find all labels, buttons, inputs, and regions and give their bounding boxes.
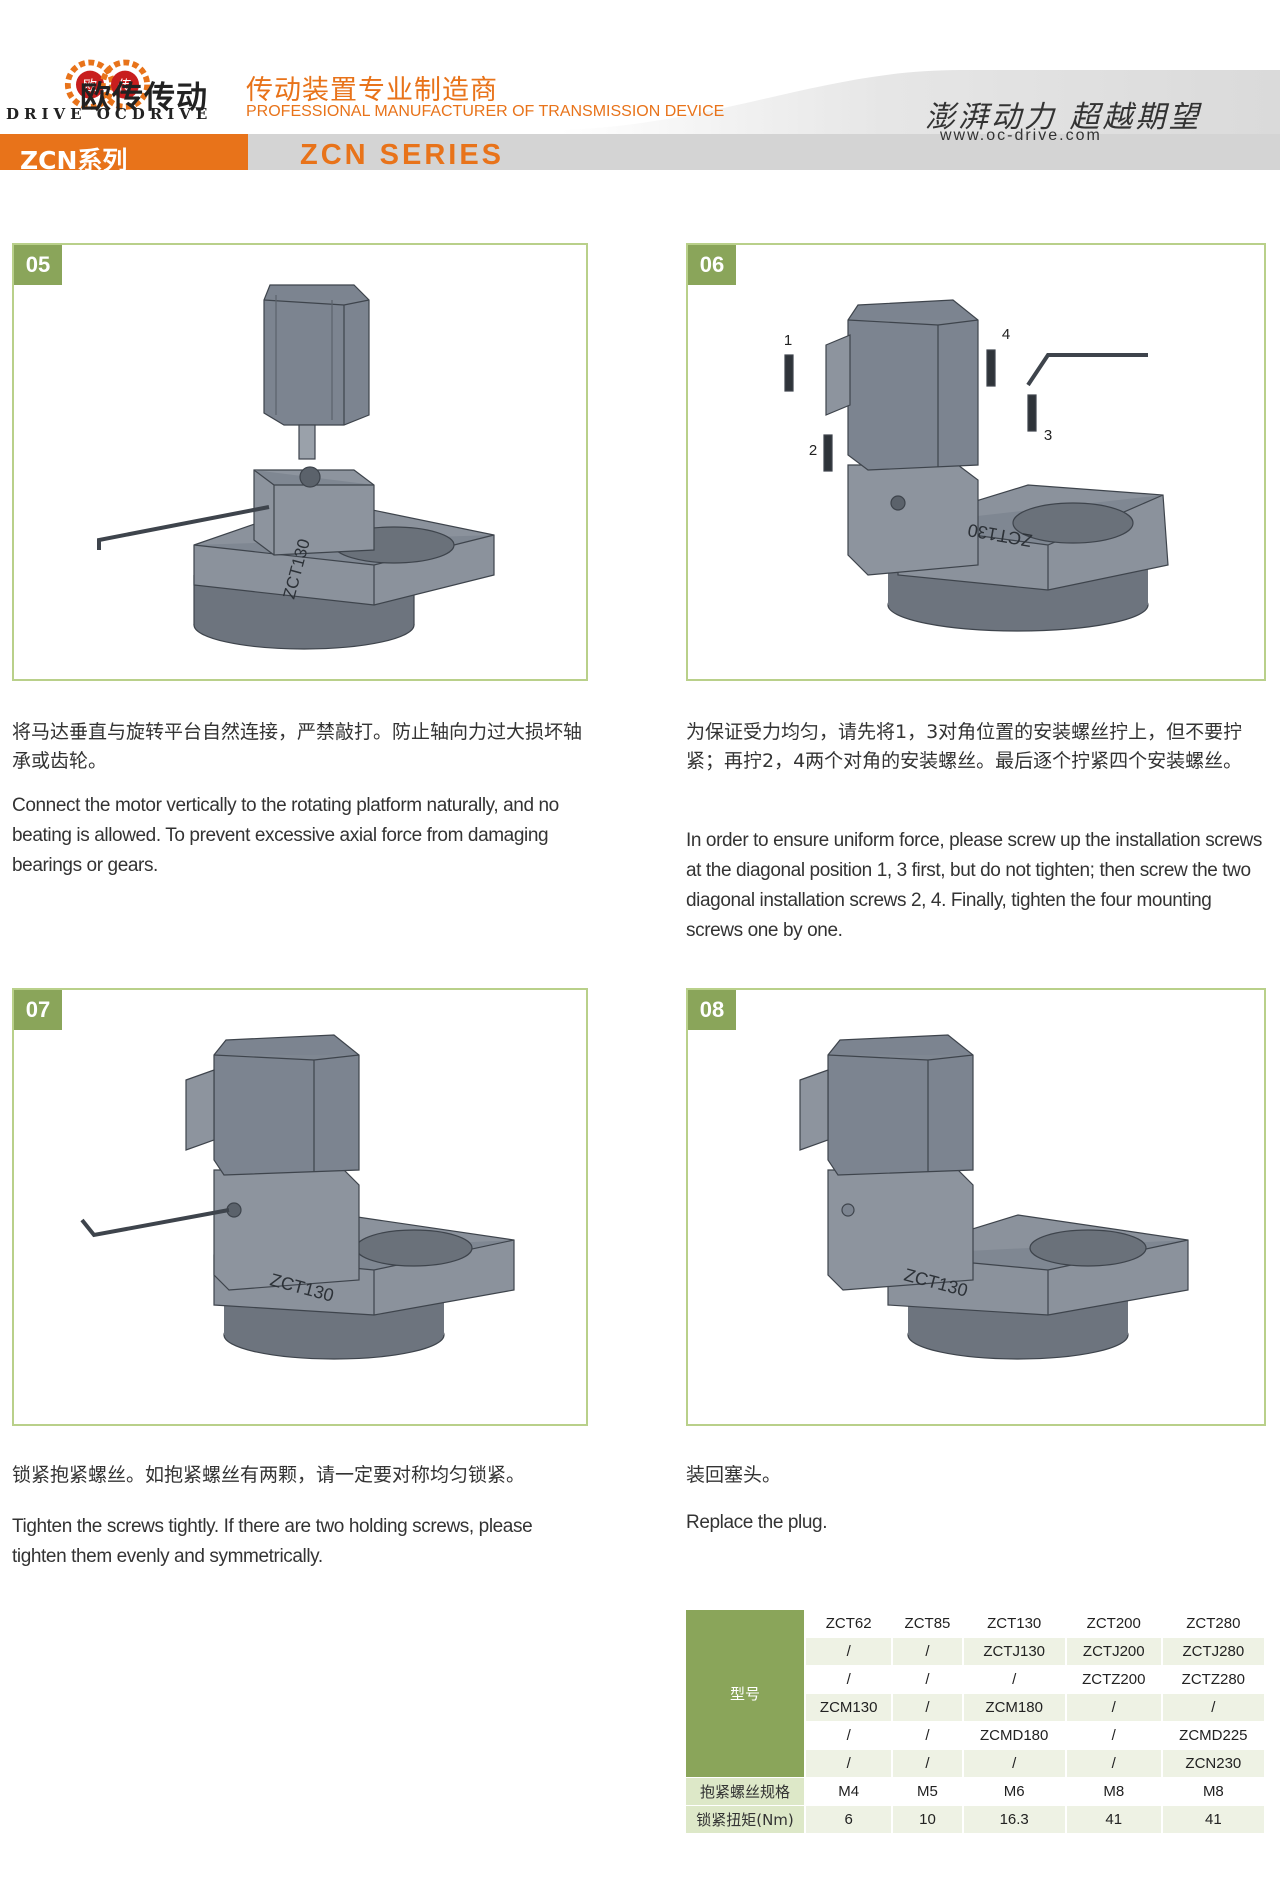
table-cell: / [805, 1721, 894, 1750]
table-row: 锁紧扭矩(Nm) 6 10 16.3 41 41 [686, 1805, 1267, 1834]
table-cell: M6 [962, 1777, 1067, 1806]
table-row: 型号 ZCT62 ZCT85 ZCT130 ZCT200 ZCT280 [686, 1610, 1267, 1778]
series-label-en: ZCN SERIES [300, 139, 505, 171]
table-cell: ZCMD225 [1161, 1721, 1267, 1750]
brand-name-cn: 欧传传动 [80, 80, 208, 116]
table-cell: ZCTZ200 [1065, 1665, 1163, 1694]
table-cell: ZCM180 [962, 1693, 1067, 1722]
table-cell: / [1065, 1749, 1163, 1778]
step-number: 08 [688, 990, 736, 1030]
series-label-cn: ZCN系列 [20, 146, 128, 175]
table-row: 抱紧螺丝规格 M4 M5 M6 M8 M8 [686, 1777, 1267, 1806]
table-cell: M8 [1065, 1777, 1163, 1806]
plug-figure: ZCT130 [799, 1034, 1189, 1360]
table-cell: 41 [1161, 1805, 1267, 1834]
tagline-en: PROFESSIONAL MANUFACTURER OF TRANSMISSIO… [246, 103, 725, 120]
website-link[interactable]: www.oc-drive.com [940, 127, 1102, 144]
table-cell: ZCTJ200 [1065, 1637, 1163, 1666]
table-cell: ZCTJ130 [962, 1637, 1067, 1666]
table-cell: ZCMD180 [962, 1721, 1067, 1750]
table-row: / / ZCTJ130 ZCTJ200 ZCTJ280 [686, 1637, 1267, 1666]
slogan: 澎湃动力 超越期望 [925, 100, 1202, 135]
table-cell: M8 [1161, 1777, 1267, 1806]
brand-name-en: DRIVE OCDRIVE [6, 105, 213, 123]
screw-label-1: 1 [784, 332, 792, 349]
step-06-panel: 1 2 3 4 ZCT130 06 [686, 243, 1266, 681]
tagline-cn: 传动装置专业制造商 [246, 75, 498, 106]
table-cell: M5 [892, 1777, 964, 1806]
motor-mounting-figure: ZCT130 [97, 284, 495, 650]
screw-sequence-figure: 1 2 3 4 ZCT130 [784, 299, 1169, 632]
table-cell: 41 [1065, 1805, 1163, 1834]
table-cell: / [962, 1665, 1067, 1694]
screw-spec-label: 抱紧螺丝规格 [686, 1777, 806, 1806]
table-cell: / [1161, 1693, 1267, 1722]
table-cell: ZCT200 [1065, 1610, 1163, 1638]
step-07-text-cn: 锁紧抱紧螺丝。如抱紧螺丝有两颗，请一定要对称均匀锁紧。 [12, 1464, 526, 1486]
table-cell: / [892, 1721, 964, 1750]
step-number: 06 [688, 245, 736, 285]
spec-table: 型号 ZCT62 ZCT85 ZCT130 ZCT200 ZCT280 / / … [686, 1610, 1267, 1834]
header-background [0, 70, 1280, 170]
step-06-text-en: In order to ensure uniform force, please… [686, 830, 1262, 941]
step-08-text-en: Replace the plug. [686, 1512, 828, 1533]
logo-badge-left: 欧 [83, 79, 97, 95]
model-header: 型号 [686, 1610, 806, 1778]
table-cell: 10 [892, 1805, 964, 1834]
clamp-screw-figure: ZCT130 [80, 1034, 515, 1360]
table-cell: / [805, 1637, 894, 1666]
table-cell: / [805, 1665, 894, 1694]
logo-badge-right: 传 [118, 79, 132, 95]
step-number: 05 [14, 245, 62, 285]
table-cell: / [1065, 1721, 1163, 1750]
table-cell: / [892, 1749, 964, 1778]
screw-label-4: 4 [1002, 326, 1010, 343]
table-cell: 16.3 [962, 1805, 1067, 1834]
company-logo: 欧 传 [64, 59, 151, 110]
step-05-text-en: Connect the motor vertically to the rota… [12, 795, 559, 876]
table-row: / / / / ZCN230 [686, 1749, 1267, 1778]
table-cell: / [892, 1693, 964, 1722]
table-cell: / [962, 1749, 1067, 1778]
table-cell: ZCN230 [1161, 1749, 1267, 1778]
step-number: 07 [14, 990, 62, 1030]
table-cell: / [892, 1637, 964, 1666]
step-07-panel: ZCT130 07 [12, 988, 588, 1426]
table-cell: ZCT130 [962, 1610, 1067, 1638]
table-cell: ZCT85 [892, 1610, 964, 1638]
table-cell: / [805, 1749, 894, 1778]
torque-label: 锁紧扭矩(Nm) [686, 1805, 806, 1834]
table-cell: ZCM130 [805, 1693, 894, 1722]
step-07-text-en: Tighten the screws tightly. If there are… [12, 1516, 533, 1567]
table-cell: ZCT280 [1161, 1610, 1267, 1638]
step-08-text-cn: 装回塞头。 [686, 1464, 782, 1486]
table-cell: / [1065, 1693, 1163, 1722]
table-cell: 6 [805, 1805, 894, 1834]
table-cell: ZCTJ280 [1161, 1637, 1267, 1666]
table-cell: M4 [805, 1777, 894, 1806]
page-header: 欧 传 欧传传动 DRIVE OCDRIVE 传动装置专业制造商 PROFESS… [0, 0, 1280, 175]
table-cell: ZCTZ280 [1161, 1665, 1267, 1694]
step-08-panel: ZCT130 08 [686, 988, 1266, 1426]
step-05-text-cn: 将马达垂直与旋转平台自然连接，严禁敲打。防止轴向力过大损坏轴承或齿轮。 [12, 721, 583, 772]
step-06-text-cn: 为保证受力均匀，请先将1，3对角位置的安装螺丝拧上，但不要拧紧；再拧2，4两个对… [686, 721, 1243, 772]
table-row: / / / ZCTZ200 ZCTZ280 [686, 1665, 1267, 1694]
table-row: ZCM130 / ZCM180 / / [686, 1693, 1267, 1722]
table-row: / / ZCMD180 / ZCMD225 [686, 1721, 1267, 1750]
screw-label-2: 2 [809, 442, 817, 459]
screw-label-3: 3 [1044, 427, 1052, 444]
table-cell: / [892, 1665, 964, 1694]
step-05-panel: ZCT130 05 [12, 243, 588, 681]
table-cell: ZCT62 [805, 1610, 894, 1638]
